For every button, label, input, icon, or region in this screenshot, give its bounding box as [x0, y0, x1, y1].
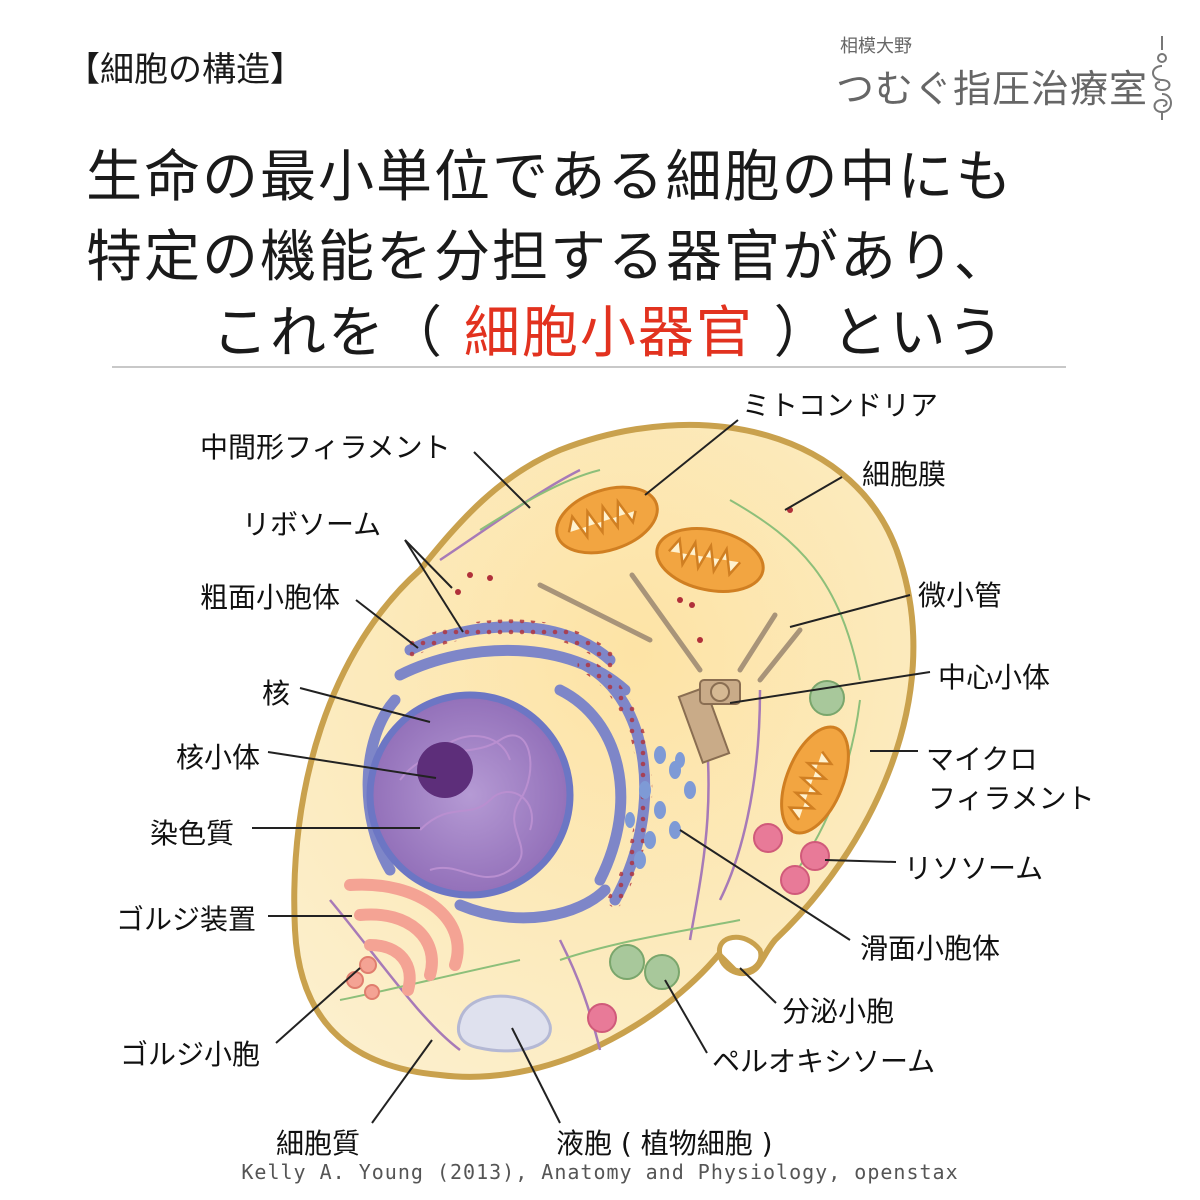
golgi-vesicles: [346, 956, 380, 1000]
brand-logo: 相模大野 つむぐ指圧治療室: [836, 32, 1186, 122]
headline-line-3: これを（ 細胞小器官 ）という: [212, 288, 1006, 369]
headline-line-2: 特定の機能を分担する器官があり、: [86, 225, 1012, 290]
citation: Kelly A. Young (2013), Anatomy and Physi…: [241, 1160, 959, 1184]
rough-er: [362, 619, 653, 924]
label-microfilament-2: フィラメント: [928, 782, 1095, 815]
label-peroxisome: ペルオキシソーム: [712, 1045, 936, 1078]
free-ribosomes: [455, 507, 793, 643]
label-nucleus: 核: [262, 677, 291, 710]
answer-text: 細胞小器官: [463, 301, 754, 366]
nucleolus: [417, 742, 473, 798]
label-chromatin: 染色質: [150, 817, 235, 850]
label-nucleolus: 核小体: [176, 741, 261, 774]
smooth-er: [625, 746, 696, 869]
leader-lines: [252, 419, 931, 1124]
vacuole: [456, 994, 552, 1053]
centriole: [677, 679, 741, 764]
divider: [112, 366, 1066, 368]
label-ribosome: リボソーム: [242, 508, 382, 541]
label-golgi: ゴルジ装置: [116, 903, 257, 936]
label-golgi-vesicle: ゴルジ小胞: [120, 1038, 261, 1071]
label-cytoplasm: 細胞質: [276, 1127, 361, 1160]
lysosomes: [587, 823, 830, 1033]
brand-location: 相模大野: [840, 36, 912, 57]
golgi-apparatus: [344, 878, 464, 996]
spiral-logo-icon: [1152, 36, 1172, 120]
label-centriole: 中心小体: [938, 661, 1051, 694]
nucleus-envelope: [366, 691, 574, 899]
label-rough-er: 粗面小胞体: [200, 581, 341, 614]
headline-suffix: ）という: [773, 301, 1006, 366]
label-vacuole: 液胞 ( 植物細胞 ): [556, 1127, 773, 1160]
headline-line-1: 生命の最小単位である細胞の中にも: [86, 145, 1014, 210]
label-membrane: 細胞膜: [862, 458, 947, 491]
label-microfilament-1: マイクロ: [926, 743, 1038, 776]
mitochondria: [555, 485, 850, 835]
label-lysosome: リソソーム: [904, 852, 1044, 885]
label-mitochondria: ミトコンドリア: [742, 389, 939, 422]
brand-name: つむぐ指圧治療室: [836, 67, 1149, 111]
headline-prefix: これを（: [212, 301, 444, 366]
label-smooth-er: 滑面小胞体: [860, 932, 1001, 965]
label-secretory-vesicle: 分泌小胞: [782, 995, 895, 1028]
label-microtubule: 微小管: [918, 579, 1003, 612]
section-tag: 【細胞の構造】: [66, 50, 304, 90]
microtubules: [537, 572, 803, 683]
label-intermediate-filament: 中間形フィラメント: [200, 431, 451, 464]
